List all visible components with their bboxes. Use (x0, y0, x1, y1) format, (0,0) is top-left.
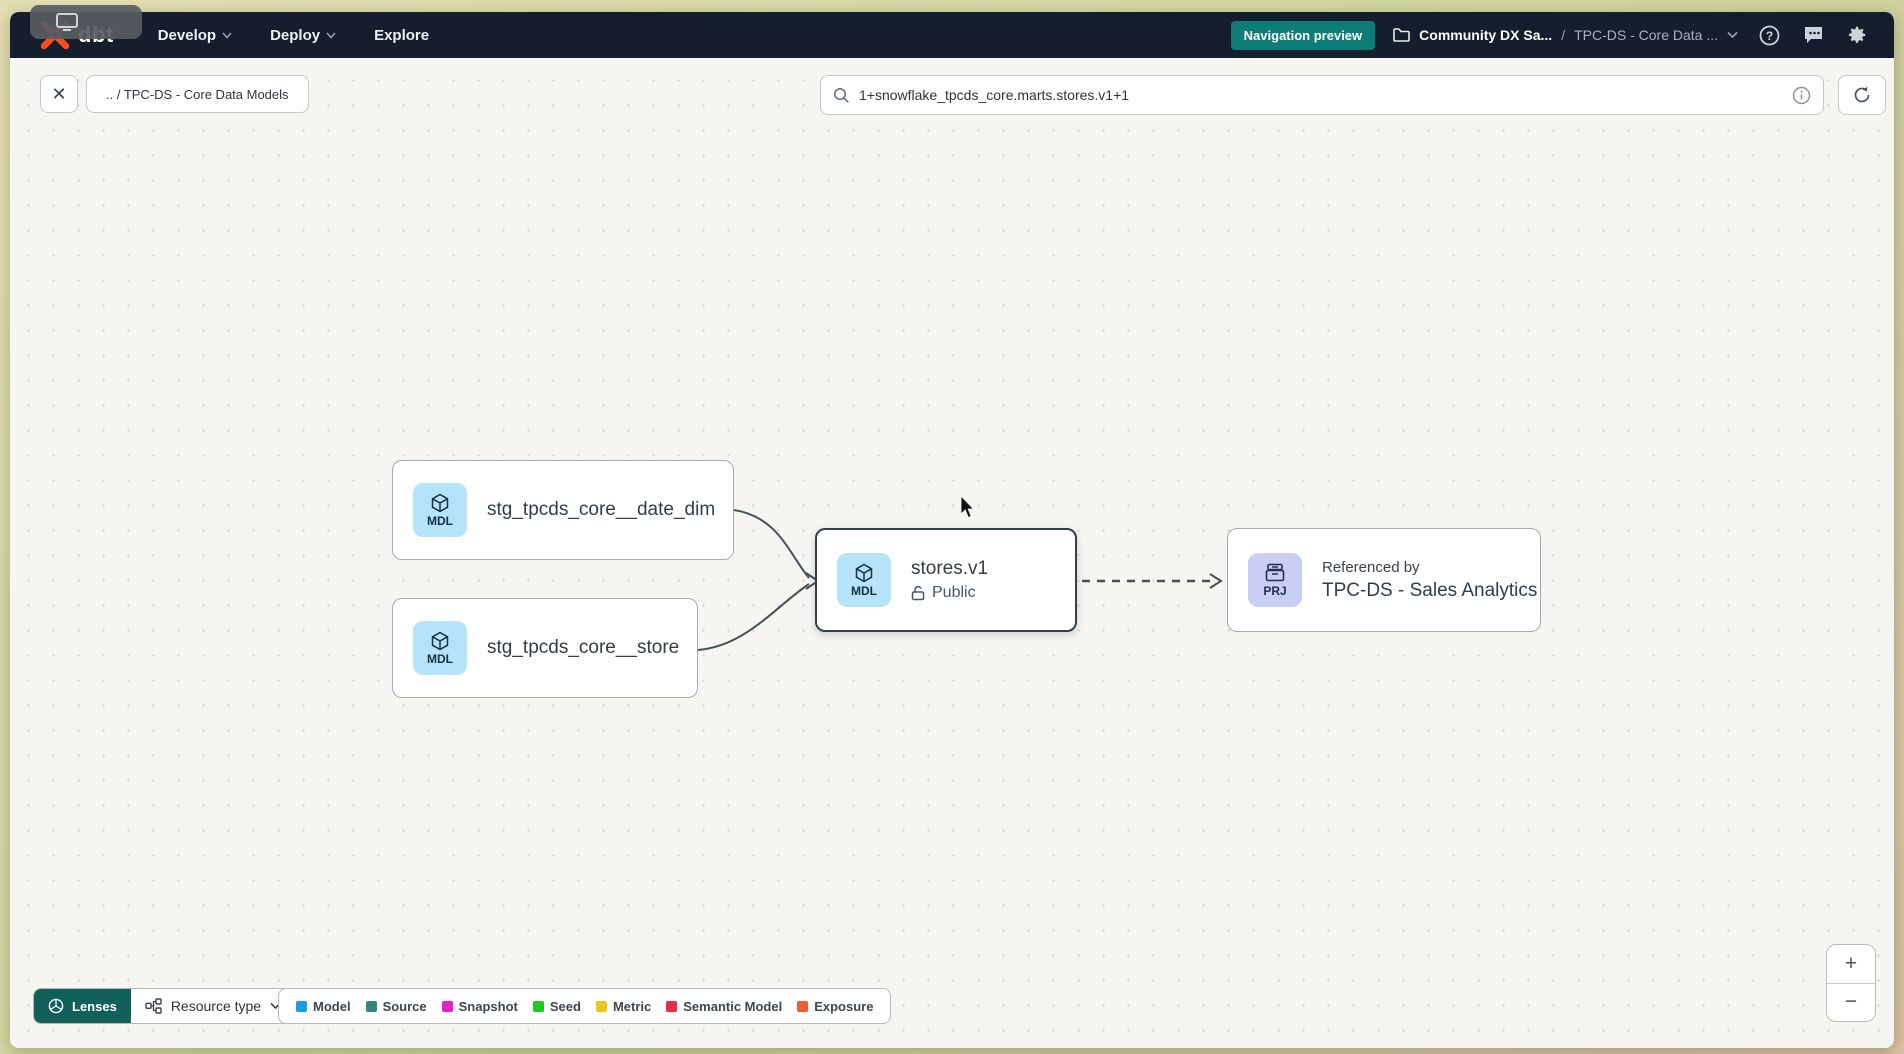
legend-swatch (441, 1000, 453, 1012)
help-icon[interactable]: ? (1756, 22, 1782, 48)
node-title: stg_tpcds_core__date_dim (487, 499, 716, 520)
node-title: stores.v1 (911, 558, 989, 579)
legend-item-exposure: Exposure (797, 999, 873, 1014)
legend-swatch (797, 1000, 809, 1012)
node-title: TPC-DS - Sales Analytics (1322, 579, 1538, 601)
edge-store-to-stores (697, 583, 810, 651)
model-badge: MDL (837, 553, 891, 607)
chevron-down-icon[interactable] (1727, 31, 1738, 39)
cube-icon (431, 631, 449, 650)
svg-text:?: ? (1765, 29, 1772, 43)
node-stg-tpcds-core-store[interactable]: MDL stg_tpcds_core__store (392, 598, 698, 698)
unlock-icon (911, 585, 925, 601)
breadcrumb-project[interactable]: Community DX Sa... (1419, 27, 1553, 43)
legend-item-snapshot: Snapshot (441, 999, 518, 1014)
legend-swatch (666, 1000, 678, 1012)
lenses-button[interactable]: Lenses (34, 989, 131, 1023)
zoom-controls: + − (1826, 944, 1876, 1022)
legend-item-model: Model (296, 999, 351, 1014)
lens-aperture-icon (48, 998, 64, 1014)
breadcrumb-separator: / (1561, 27, 1566, 43)
menu-develop[interactable]: Develop (158, 27, 232, 44)
refresh-icon (1852, 85, 1872, 105)
lineage-breadcrumb-chip[interactable]: .. / TPC-DS - Core Data Models (86, 75, 309, 113)
menu-deploy[interactable]: Deploy (270, 27, 336, 44)
top-navbar: dbt Develop Deploy Explore Navigation pr… (10, 12, 1894, 58)
node-title: stg_tpcds_core__store (487, 637, 680, 658)
legend-swatch (365, 1000, 377, 1012)
legend-swatch (532, 1000, 544, 1012)
search-icon (833, 87, 850, 104)
refresh-lineage-button[interactable] (1838, 75, 1886, 115)
info-icon[interactable] (1792, 86, 1811, 105)
cube-icon (855, 563, 873, 582)
resource-graph-icon (145, 998, 162, 1014)
referenced-by-label: Referenced by (1322, 558, 1420, 576)
legend-swatch (595, 1000, 607, 1012)
navigation-preview-badge[interactable]: Navigation preview (1230, 20, 1376, 50)
lenses-control-group: Lenses Resource type (33, 988, 297, 1024)
resource-type-dropdown[interactable]: Resource type (130, 989, 296, 1023)
zoom-out-button[interactable]: − (1827, 983, 1875, 1021)
breadcrumb: Community DX Sa... / TPC-DS - Core Data … (1393, 27, 1738, 43)
main-menu: Develop Deploy Explore (158, 27, 429, 44)
arrowhead (1209, 573, 1223, 589)
legend-item-seed: Seed (532, 999, 581, 1014)
feedback-icon[interactable] (1800, 22, 1826, 48)
node-stg-tpcds-core-date-dim[interactable]: MDL stg_tpcds_core__date_dim (392, 460, 734, 560)
zoom-in-button[interactable]: + (1827, 945, 1875, 984)
model-badge: MDL (413, 483, 467, 537)
lineage-canvas[interactable]: ✕ .. / TPC-DS - Core Data Models MDL (10, 58, 1894, 1048)
chevron-down-icon (326, 31, 336, 39)
legend-item-source: Source (365, 999, 427, 1014)
model-badge: MDL (413, 621, 467, 675)
visibility-row: Public (911, 584, 988, 602)
cube-icon (431, 493, 449, 512)
node-stores-v1[interactable]: MDL stores.v1 Public (815, 528, 1077, 632)
node-tpcds-sales-analytics[interactable]: PRJ Referenced by TPC-DS - Sales Analyti… (1227, 528, 1541, 632)
screen-share-indicator (30, 5, 142, 39)
legend-swatch (296, 1000, 307, 1012)
settings-gear-icon[interactable] (1844, 22, 1870, 48)
close-icon: ✕ (51, 83, 67, 104)
breadcrumb-environment[interactable]: TPC-DS - Core Data ... (1574, 27, 1718, 43)
archive-box-icon (1265, 563, 1285, 581)
lineage-selector-input[interactable] (859, 87, 1783, 103)
legend-item-semantic-model: Semantic Model (666, 999, 782, 1014)
edge-date-dim-to-stores (733, 509, 810, 579)
monitor-icon (56, 13, 78, 31)
lineage-search-box (820, 75, 1824, 115)
menu-explore[interactable]: Explore (374, 26, 430, 44)
folder-icon (1393, 28, 1410, 42)
resource-type-legend: Model Source Snapshot Seed Metric Semant… (278, 988, 892, 1024)
close-lineage-button[interactable]: ✕ (40, 75, 78, 113)
legend-item-metric: Metric (595, 999, 651, 1014)
project-badge: PRJ (1248, 553, 1302, 607)
mouse-cursor (960, 496, 978, 520)
chevron-down-icon (222, 31, 232, 39)
visibility-label: Public (932, 584, 976, 601)
app-window: dbt Develop Deploy Explore Navigation pr… (10, 12, 1894, 1048)
